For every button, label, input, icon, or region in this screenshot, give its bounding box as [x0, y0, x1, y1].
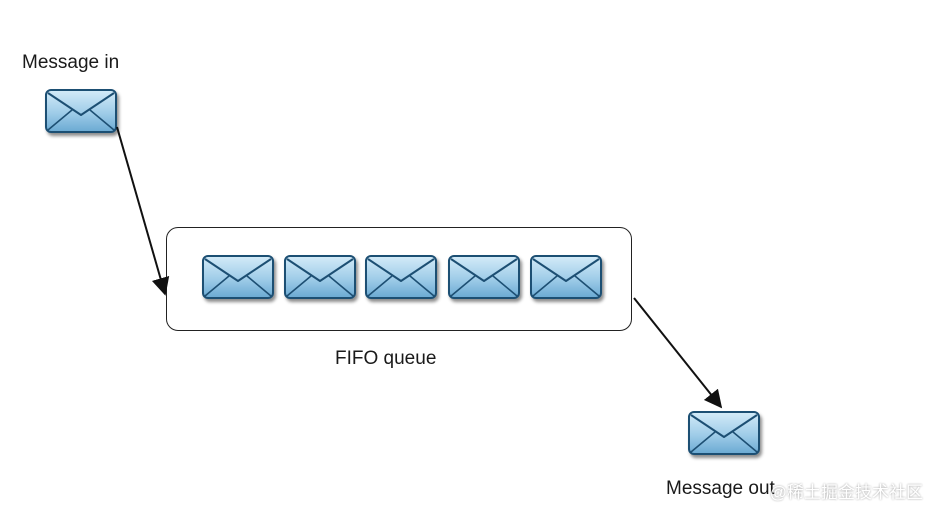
arrow-in-to-queue	[116, 126, 170, 296]
message-in-envelope-icon	[45, 89, 117, 133]
message-out-envelope-icon	[688, 411, 760, 455]
queued-message-envelope-icon	[365, 255, 437, 299]
watermark-text: @稀土掘金技术社区	[769, 483, 923, 502]
queued-message-envelope-icon	[284, 255, 356, 299]
queued-message-envelope-icon	[202, 255, 274, 299]
queued-message-envelope-icon	[448, 255, 520, 299]
queued-message-envelope-icon	[530, 255, 602, 299]
arrow-queue-to-out	[633, 297, 723, 409]
fifo-queue-label: FIFO queue	[335, 348, 437, 369]
message-out-label: Message out	[666, 478, 775, 499]
message-in-label: Message in	[22, 52, 120, 73]
